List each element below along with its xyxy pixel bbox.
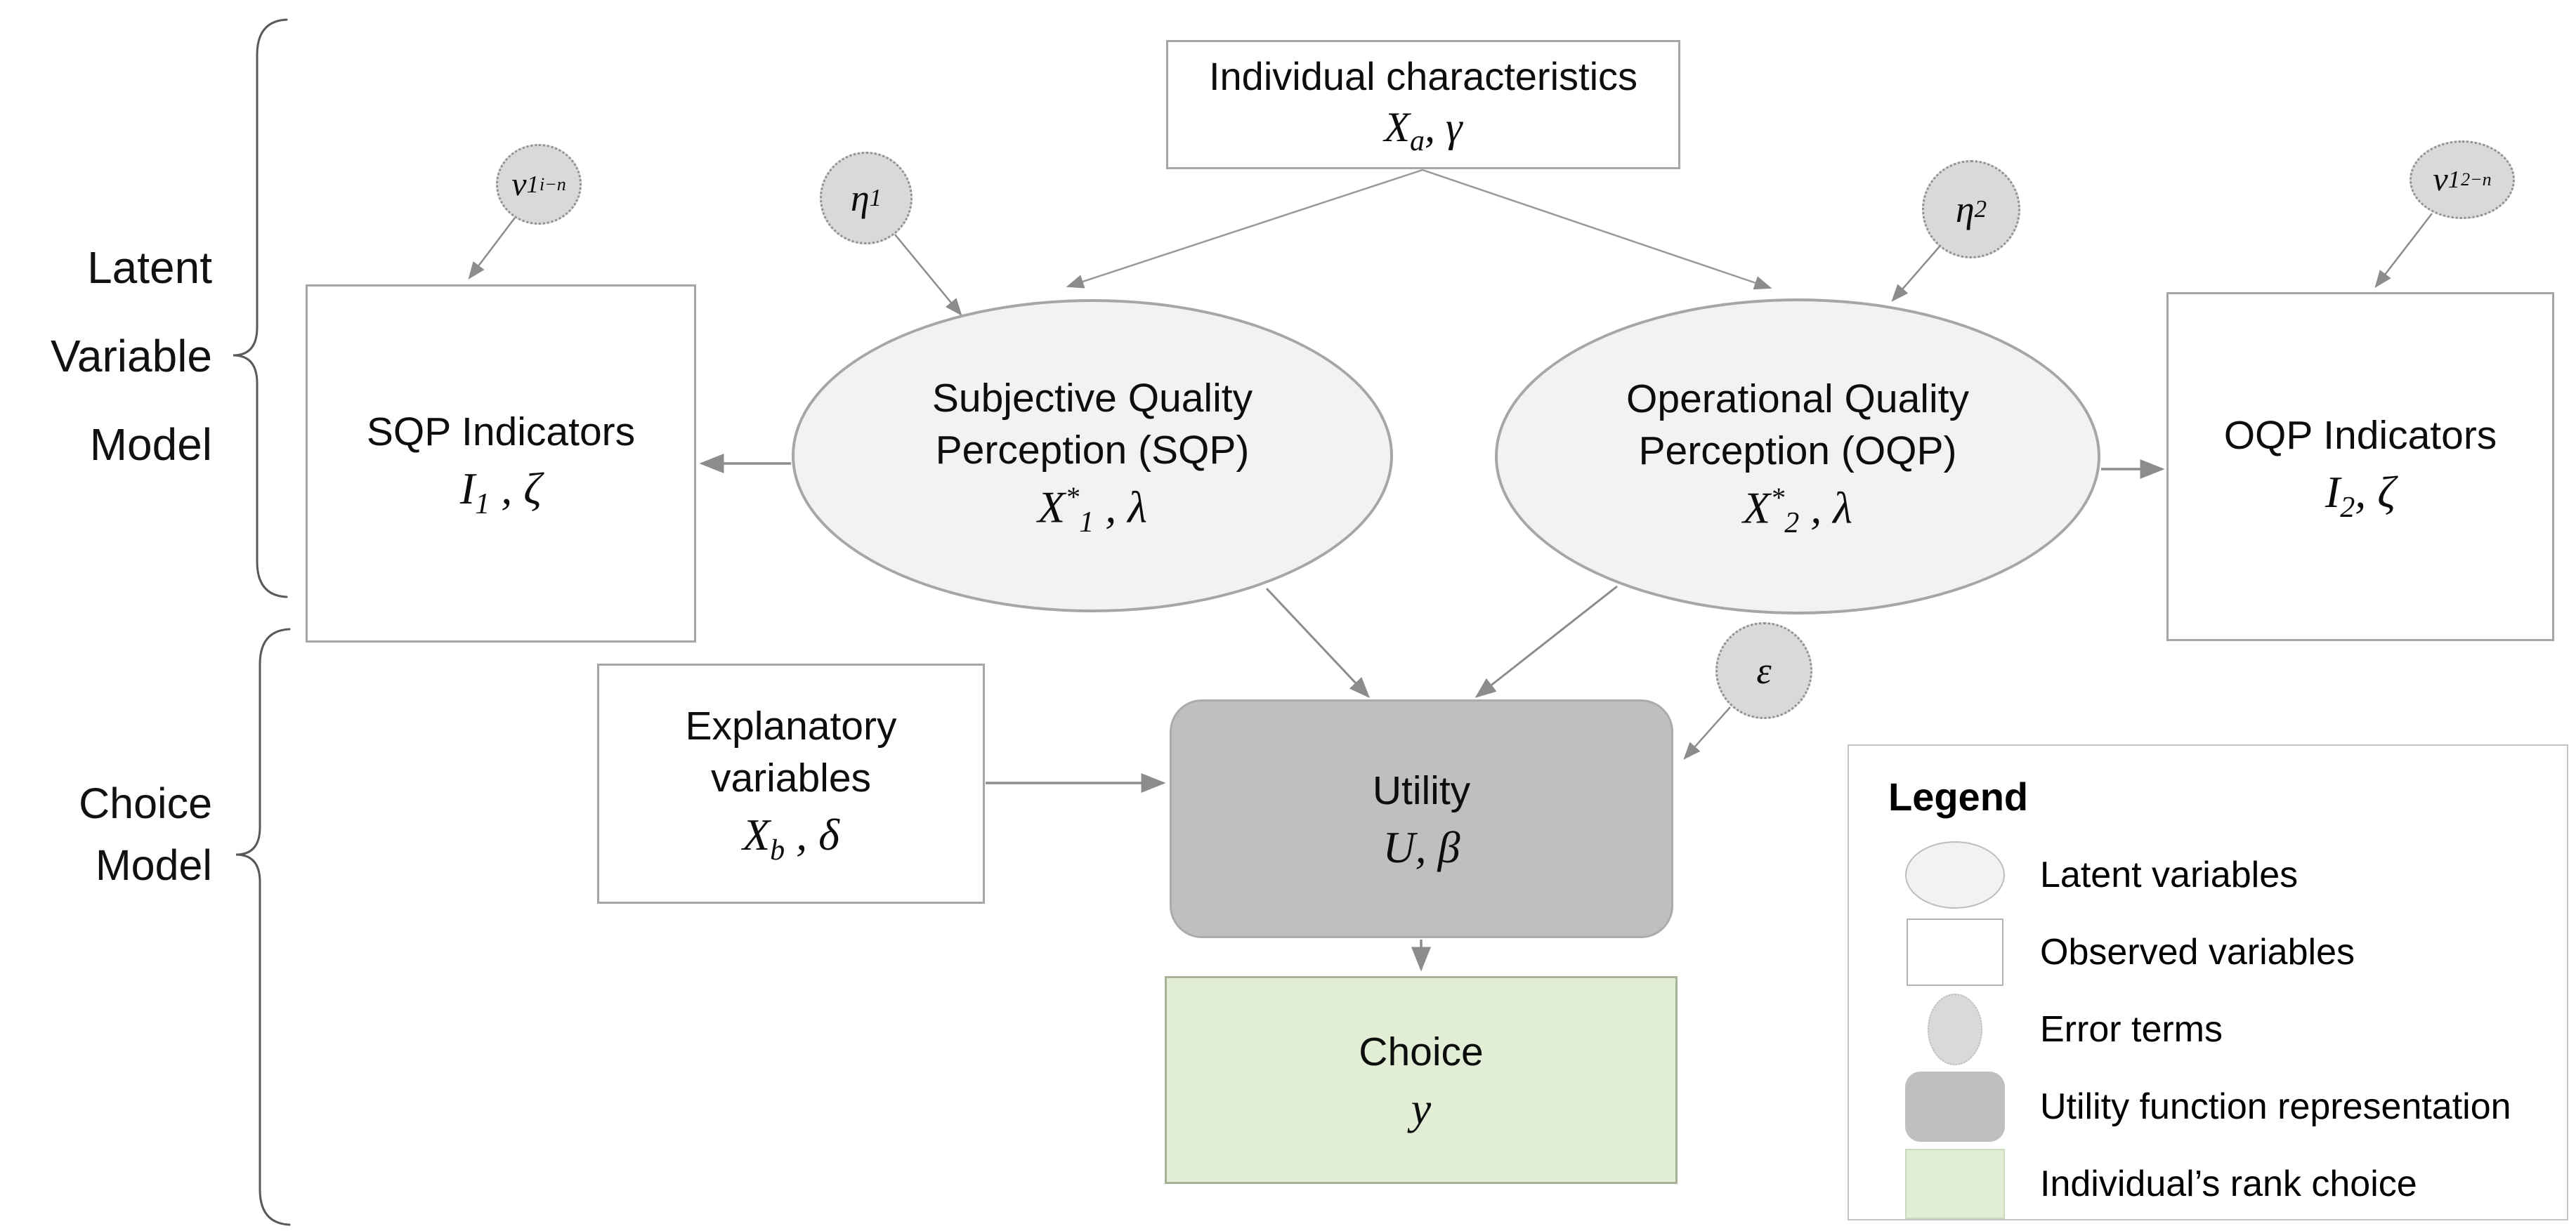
arrow-eta1-to-sqp (894, 234, 962, 316)
legend-row: Observed variables (1888, 914, 2567, 991)
arrow-indchar-to-oqp (1422, 169, 1772, 290)
node-title-line: Perception (OQP) (1638, 428, 1957, 473)
arrow-nu1-to-sqp-indicators (468, 217, 516, 279)
node-title: OQP Indicators (2223, 412, 2497, 458)
arrow-nu2-to-oqp-indicators (2374, 213, 2433, 288)
legend-row: Utility function representation (1888, 1068, 2567, 1145)
node-math: I1 , ζ (459, 463, 542, 520)
sqp-latent-ellipse: Subjective Quality Perception (SQP) X*1 … (792, 299, 1393, 612)
individual-characteristics-box: Individual characteristics Xa, γ (1166, 40, 1680, 169)
node-math: X*2 , λ (1743, 482, 1852, 540)
node-title-line: variables (710, 756, 872, 801)
error-circle-swatch-icon (1888, 994, 2022, 1065)
latent-label-line: Latent (87, 242, 212, 293)
observed-rect-swatch-icon (1888, 919, 2022, 986)
node-math: U, β (1382, 822, 1460, 873)
arrow-oqp-to-utility (1475, 585, 1618, 698)
choice-label-line: Choice (79, 779, 212, 827)
choice-label-line: Model (95, 841, 212, 889)
error-term-epsilon: ε (1715, 622, 1812, 719)
choice-box: Choice y (1165, 976, 1678, 1184)
node-math: Xa, γ (1384, 103, 1463, 157)
legend-label: Individual’s rank choice (2040, 1164, 2417, 1204)
latent-label-line: Model (89, 419, 212, 470)
arrow-eta2-to-oqp (1891, 246, 1940, 302)
node-title-line: Subjective Quality (931, 375, 1253, 421)
node-math: I2, ζ (2325, 466, 2396, 524)
legend-title: Legend (1888, 775, 2029, 819)
choice-model-label: Choice Model (13, 772, 212, 896)
node-title-line: Operational Quality (1626, 376, 1969, 421)
node-title: Utility (1372, 768, 1471, 814)
choice-green-swatch-icon (1888, 1149, 2022, 1219)
node-math: y (1411, 1084, 1432, 1134)
legend-panel: Legend Latent variables Observed variabl… (1848, 744, 2568, 1220)
latent-label-line: Variable (50, 331, 212, 381)
latent-ellipse-swatch-icon (1888, 841, 2022, 909)
arrow-epsilon-to-utility (1683, 706, 1731, 760)
legend-label: Utility function representation (2040, 1086, 2511, 1127)
oqp-latent-ellipse: Operational Quality Perception (OQP) X*2… (1495, 298, 2100, 614)
node-title-line: Explanatory (685, 703, 897, 749)
sqp-indicators-box: SQP Indicators I1 , ζ (306, 284, 696, 643)
utility-rounded-swatch-icon (1888, 1072, 2022, 1142)
legend-row: Individual’s rank choice (1888, 1145, 2567, 1223)
legend-label: Observed variables (2040, 932, 2355, 973)
oqp-indicators-box: OQP Indicators I2, ζ (2166, 292, 2554, 641)
node-title: SQP Indicators (366, 409, 636, 455)
node-math: Xb , δ (743, 810, 839, 867)
explanatory-variables-box: Explanatory variables Xb , δ (597, 664, 985, 904)
legend-row: Latent variables (1888, 836, 2567, 914)
node-title-line: Perception (SQP) (935, 427, 1250, 473)
legend-label: Latent variables (2040, 855, 2299, 895)
legend-label: Error terms (2040, 1009, 2223, 1050)
node-title: Choice (1359, 1029, 1484, 1075)
latent-variable-model-label: Latent Variable Model (27, 223, 212, 489)
arrow-indchar-to-sqp (1066, 169, 1423, 289)
arrow-sqp-to-utility (1265, 587, 1371, 699)
utility-box: Utility U, β (1170, 699, 1673, 938)
node-math: X*1 , λ (1038, 481, 1147, 539)
latent-model-bracket (233, 18, 288, 598)
node-title: Individual characteristics (1208, 54, 1638, 99)
legend-row: Error terms (1888, 991, 2567, 1068)
choice-model-bracket (235, 628, 291, 1226)
